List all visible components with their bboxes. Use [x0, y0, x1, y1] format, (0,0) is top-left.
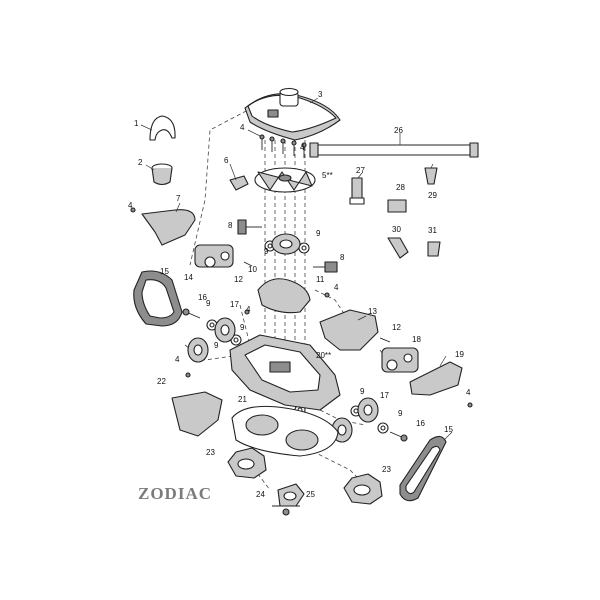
callout-8: 8: [340, 253, 345, 262]
part-8-valve-right: [313, 261, 338, 273]
part-17-wheels: [187, 317, 379, 443]
callout-6: 6: [224, 156, 229, 165]
part-18-pivot-assembly-right: [381, 347, 419, 373]
callout-4: 4: [466, 388, 471, 397]
callout-4: 4: [128, 201, 133, 210]
callout-19: 19: [455, 350, 464, 359]
callout-7: 7: [176, 194, 181, 203]
part-28-coupling: [387, 199, 407, 213]
callout-15: 15: [444, 425, 453, 434]
callout-8: 8: [228, 221, 233, 230]
callout-24: 24: [256, 490, 265, 499]
part-31-elbow: [427, 241, 441, 257]
callout-17: 17: [380, 391, 389, 400]
callout-25: 25: [306, 490, 315, 499]
callout-1: 1: [134, 119, 139, 128]
part-30-elbow: [387, 237, 409, 259]
callout-9: 9: [264, 247, 269, 256]
callout-30: 30: [392, 225, 401, 234]
part-15-track-right: [399, 435, 447, 502]
callout-15: 15: [160, 267, 169, 276]
part-16-axles: [182, 308, 408, 442]
part-14-pivot-assembly: [194, 244, 234, 268]
callout-13: 13: [368, 307, 377, 316]
callout-16: 16: [416, 419, 425, 428]
part-22-side-cover-left: [171, 391, 223, 437]
callout-3: 3: [318, 90, 323, 99]
callout-21: 21: [238, 395, 247, 404]
callout-4: 4: [300, 143, 305, 152]
part-24-hub: [277, 483, 305, 507]
part-11-gear-housing: [257, 278, 311, 314]
callout-20: 20**: [316, 351, 331, 360]
callout-28: 28: [396, 183, 405, 192]
callout-31: 31: [428, 226, 437, 235]
part-27-valve: [349, 177, 365, 205]
part-13-top-shell: [319, 309, 379, 351]
part-10-gear: [271, 233, 301, 255]
part-12-bolts: [243, 261, 391, 343]
part-19-side-cover-right: [409, 361, 463, 396]
callout-23: 23: [382, 465, 391, 474]
part-21-base-plate: [231, 405, 339, 457]
callout-18: 18: [412, 335, 421, 344]
part-25-screw: [272, 505, 300, 516]
part-23-skirt-left: [227, 447, 267, 479]
part-2-nozzle: [151, 163, 173, 186]
callout-9: 9: [360, 387, 365, 396]
part-29-cone: [424, 167, 438, 185]
callout-leaders: [140, 97, 453, 441]
callout-4: 4: [246, 305, 251, 314]
callout-12: 12: [234, 275, 243, 284]
callout-17: 17: [230, 300, 239, 309]
callout-9: 9: [214, 341, 219, 350]
callout-5: 5**: [322, 171, 333, 180]
callout-4: 4: [334, 283, 339, 292]
part-6-clip: [229, 175, 249, 191]
part-26-hose-section: [309, 142, 479, 158]
callout-14: 14: [184, 273, 193, 282]
part-7-side-cover: [141, 209, 196, 246]
part-3-top-cover: [244, 87, 341, 141]
callout-29: 29: [428, 191, 437, 200]
part-8-valve-left: [237, 219, 262, 235]
part-4-screws: [130, 134, 473, 408]
callout-9: 9: [240, 323, 245, 332]
part-9-washers: [206, 240, 389, 434]
part-15-track-left: [133, 270, 183, 327]
callout-11: 11: [316, 275, 325, 284]
part-1-cap: [149, 115, 176, 141]
callout-9: 9: [206, 299, 211, 308]
callout-16: 16: [198, 293, 207, 302]
callout-9: 9: [316, 229, 321, 238]
callout-2: 2: [138, 158, 143, 167]
zodiac-logo: ZODIAC: [138, 484, 213, 503]
part-5-turbine: [254, 167, 316, 193]
part-23-skirt-right: [343, 473, 383, 505]
callout-22: 22: [157, 377, 166, 386]
callout-9: 9: [398, 409, 403, 418]
callout-4: 4: [240, 123, 245, 132]
callout-23: 23: [206, 448, 215, 457]
part-20-chassis: [229, 334, 341, 411]
callout-27: 27: [356, 166, 365, 175]
callout-26: 26: [394, 126, 403, 135]
callout-4: 4: [175, 355, 180, 364]
callout-labels: 1 2 3 4 4 4 4 4 4 4 5** 6 7 8 8 9 9 9 9 …: [128, 90, 471, 499]
callout-10: 10: [248, 265, 257, 274]
callout-12: 12: [392, 323, 401, 332]
